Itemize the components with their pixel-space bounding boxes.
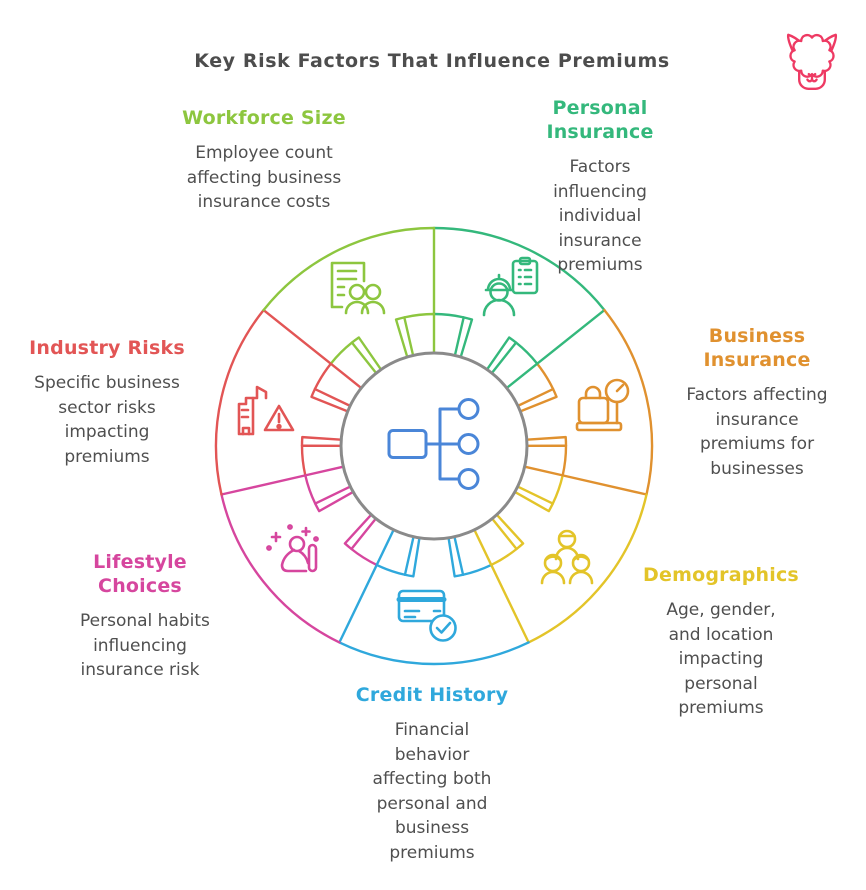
factor-desc-line: behavior [394,744,470,765]
document-people-icon [330,261,386,315]
fold-tab-right-demographics [516,474,564,505]
factor-desc-line: Factors [569,157,631,177]
alpaca-fluff-icon [789,33,835,78]
factor-desc-line: premiums [678,698,764,718]
fold-tab-left-credit-history [375,528,415,576]
segment-industry-risks [214,308,332,496]
segment-credit-history [338,563,530,666]
factor-desc-line: Age, gender, [666,600,776,620]
factor-desc-line: affecting both [372,769,492,789]
factor-desc-line: Financial [394,720,470,740]
factor-workforce-size: Workforce Size Employee count affecting … [144,106,384,215]
factor-lifestyle-choices: Lifestyle Choices Personal habits influe… [80,550,210,683]
alpaca-face-icon [806,72,818,83]
factor-desc-line: influencing [553,181,647,202]
factor-personal-insurance: Personal Insurance Factors influencing i… [535,96,665,278]
flowchart-icon [387,398,480,490]
factor-demographics: Demographics Age, gender, and location i… [611,563,831,721]
factor-industry-risks: Industry Risks Specific business sector … [0,336,227,469]
fold-tab-right-industry-risks [300,444,343,477]
wheel-segments [214,226,654,666]
factor-title: Demographics [643,564,799,586]
factor-desc-line: impacting [64,422,150,442]
fold-tab-right-lifestyle-choices [350,517,378,567]
fold-tab-right-personal-insurance [432,312,465,357]
factor-credit-history: Credit History Financial behavior affect… [312,683,552,865]
person-activity-icon [266,524,319,573]
factor-desc-line: affecting business [186,167,342,188]
worker-clipboard-icon [482,256,539,317]
factor-desc-line: insurance risk [80,660,200,680]
factor-desc-line: premiums [64,446,150,467]
factor-desc-line: premiums [557,255,643,275]
fold-tab-left-personal-insurance [490,341,539,390]
factor-desc-line: Personal habits [80,611,210,631]
factor-desc-line: Factors affecting [686,385,828,405]
factor-title: Lifestyle Choices [93,551,187,597]
factor-desc-line: and location [668,624,774,645]
center-circle [339,351,529,541]
factor-title: Personal Insurance [546,97,654,143]
segment-inner-credit-history [403,536,465,578]
factor-desc-line: Specific business [34,373,180,393]
factory-warning-icon [237,385,295,436]
segment-lifestyle-choices [220,474,341,644]
factor-title: Industry Risks [29,337,185,359]
people-group-icon [540,529,594,585]
segment-workforce-size [262,226,436,316]
factor-desc-line: impacting [678,649,764,669]
fold-tab-left-demographics [473,517,518,567]
factor-title: Business Insurance [703,325,811,371]
factor-desc-line: premiums for [699,434,815,454]
page-title: Key Risk Factors That Influence Premiums [194,50,670,72]
factor-desc-line: insurance costs [197,192,331,212]
segment-demographics [490,493,648,644]
fold-tab-left-industry-risks [313,362,363,408]
factor-title: Credit History [355,684,509,706]
factor-desc-line: personal and [376,793,488,814]
credit-card-check-icon [396,589,457,642]
factor-desc-line: businesses [710,458,804,479]
factor-desc-line: Employee count [195,143,333,163]
factor-desc-line: sector risks [58,397,156,418]
factor-title: Workforce Size [182,107,346,129]
factor-desc-line: premiums [389,842,475,863]
factor-desc-line: individual [558,206,642,226]
fold-tab-left-lifestyle-choices [304,465,352,505]
factor-business-insurance: Business Insurance Factors affecting ins… [682,324,832,481]
fold-tab-right-business-insurance [516,362,555,408]
luggage-scale-icon [575,378,630,432]
fold-tab-right-credit-history [453,535,493,576]
segment-business-insurance [561,308,654,496]
alpaca-logo [786,33,838,90]
fold-tab-left-business-insurance [523,444,568,477]
factor-desc-line: personal [684,673,758,694]
factor-desc-line: insurance [715,409,799,430]
factor-desc-line: insurance [558,230,642,251]
segment-personal-insurance [432,226,606,365]
factor-desc-line: business [394,818,470,838]
fold-tab-left-workforce-size [403,312,436,357]
factor-desc-line: influencing [93,635,187,656]
fold-tab-right-workforce-size [329,341,378,375]
